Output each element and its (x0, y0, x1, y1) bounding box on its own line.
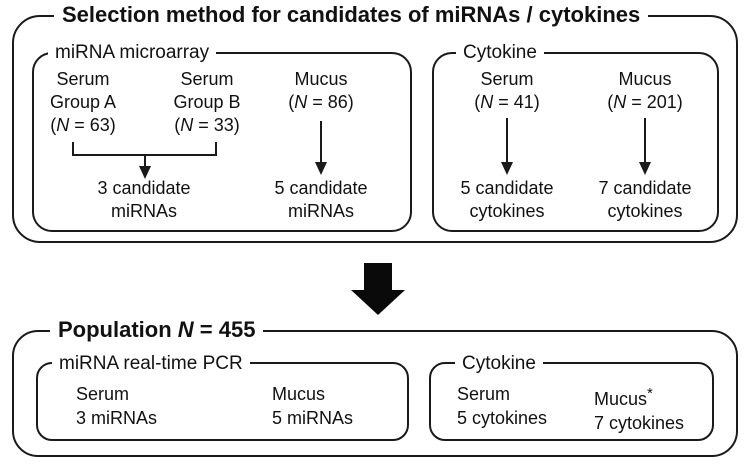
cytokine-serum-value: 5 cytokines (457, 408, 548, 428)
n-rest: = 33) (193, 115, 240, 135)
cytokine-mucus-arrow-head (639, 162, 651, 175)
group-mucus-n: (N = 86) (271, 91, 371, 114)
n-italic: N (294, 92, 308, 112)
cytokine-selection-box: Cytokine Serum (N = 41) Mucus (N = 201) … (432, 41, 720, 232)
group-serum-b-line1: Serum (180, 69, 234, 89)
n-rest: = 86) (307, 92, 354, 112)
pcr-serum-value: 3 miRNAs (76, 408, 158, 428)
n-open: ( (607, 92, 614, 112)
pcr-serum-column: Serum 3 miRNAs (76, 382, 157, 430)
group-serum-a-line2: Group A (49, 92, 117, 112)
n-italic: N (480, 92, 494, 112)
cytokine-mucus-label: Mucus* (594, 382, 684, 411)
population-title-n: N (177, 317, 194, 342)
population-title-prefix: Population (58, 317, 178, 342)
pcr-mucus-label: Mucus (272, 384, 326, 404)
group-serum-a: Serum Group A (N = 63) (33, 68, 133, 137)
group-serum-b-n: (N = 33) (157, 114, 257, 137)
cytokine-serum-group: Serum (N = 41) (447, 68, 567, 114)
pcr-mucus-value: 5 miRNAs (272, 408, 354, 428)
result-5-mirnas: 5 candidate miRNAs (241, 177, 401, 223)
n-italic: N (180, 115, 194, 135)
cytokine-serum-arrow-head (501, 162, 513, 175)
down-arrow-icon (351, 263, 405, 315)
result-7-cytokines: 7 candidate cytokines (570, 177, 720, 223)
cytokine-mucus-text: Mucus (594, 389, 648, 409)
result-line1: 7 candidate (598, 178, 692, 198)
cytokine-serum-n: (N = 41) (447, 91, 567, 114)
result-line2: miRNAs (288, 201, 354, 221)
selection-method-box: Selection method for candidates of miRNA… (12, 2, 738, 243)
mirna-microarray-box: miRNA microarray Serum Group A (N = 63) … (32, 41, 412, 232)
cytokine-mucus-column: Mucus* 7 cytokines (594, 382, 684, 435)
n-open: ( (474, 92, 481, 112)
population-box: Population N = 455 miRNA real-time PCR S… (12, 317, 738, 457)
result-line2: miRNAs (111, 201, 177, 221)
asterisk-footnote-marker: * (647, 385, 653, 402)
group-serum-b-line2: Group B (173, 92, 241, 112)
population-title-suffix: = 455 (193, 317, 256, 342)
mirna-pcr-title: miRNA real-time PCR (52, 352, 250, 376)
result-line1: 3 candidate (97, 178, 191, 198)
pcr-mucus-column: Mucus 5 miRNAs (272, 382, 353, 430)
merge-arrow-stem (144, 156, 146, 166)
group-serum-b: Serum Group B (N = 33) (157, 68, 257, 137)
n-open: ( (174, 115, 181, 135)
group-mucus: Mucus (N = 86) (271, 68, 371, 114)
merge-arrow-head (139, 166, 151, 179)
down-arrow-point (351, 290, 405, 315)
result-3-mirnas: 3 candidate miRNAs (64, 177, 224, 223)
n-rest: = 201) (626, 92, 683, 112)
result-line1: 5 candidate (274, 178, 368, 198)
cytokine-mucus-n: (N = 201) (585, 91, 705, 114)
cytokine-mucus-value: 7 cytokines (594, 413, 685, 433)
result-5-cytokines: 5 candidate cytokines (432, 177, 582, 223)
n-rest: = 41) (493, 92, 540, 112)
result-line2: cytokines (607, 201, 683, 221)
cytokine-serum-label: Serum (457, 384, 511, 404)
n-italic: N (56, 115, 70, 135)
pcr-serum-label: Serum (76, 384, 130, 404)
population-title: Population N = 455 (50, 317, 264, 343)
cytokine-measure-box: Cytokine Serum 5 cytokines Mucus* 7 cyto… (429, 352, 714, 441)
result-line2: cytokines (469, 201, 545, 221)
group-serum-a-n: (N = 63) (33, 114, 133, 137)
cytokine-mucus-line1: Mucus (618, 69, 672, 89)
cytokine-serum-column: Serum 5 cytokines (457, 382, 547, 430)
cytokine-serum-arrow-stem (506, 118, 508, 162)
cytokine-mucus-arrow-stem (644, 118, 646, 162)
n-open: ( (288, 92, 295, 112)
cytokine-selection-title: Cytokine (456, 41, 544, 65)
result-line1: 5 candidate (460, 178, 554, 198)
group-serum-a-line1: Serum (56, 69, 110, 89)
selection-method-title: Selection method for candidates of miRNA… (54, 2, 649, 28)
cytokine-measure-title: Cytokine (455, 352, 543, 376)
mirna-pcr-box: miRNA real-time PCR Serum 3 miRNAs Mucus… (36, 352, 409, 441)
mucus-arrow-stem (320, 121, 322, 162)
cytokine-mucus-group: Mucus (N = 201) (585, 68, 705, 114)
mirna-microarray-title: miRNA microarray (48, 41, 217, 65)
mucus-arrow-head (315, 162, 327, 175)
n-rest: = 63) (69, 115, 116, 135)
group-mucus-line1: Mucus (294, 69, 348, 89)
cytokine-serum-line1: Serum (480, 69, 534, 89)
n-open: ( (50, 115, 57, 135)
n-italic: N (613, 92, 627, 112)
down-arrow-shaft (364, 263, 392, 291)
merge-bracket (72, 142, 217, 156)
